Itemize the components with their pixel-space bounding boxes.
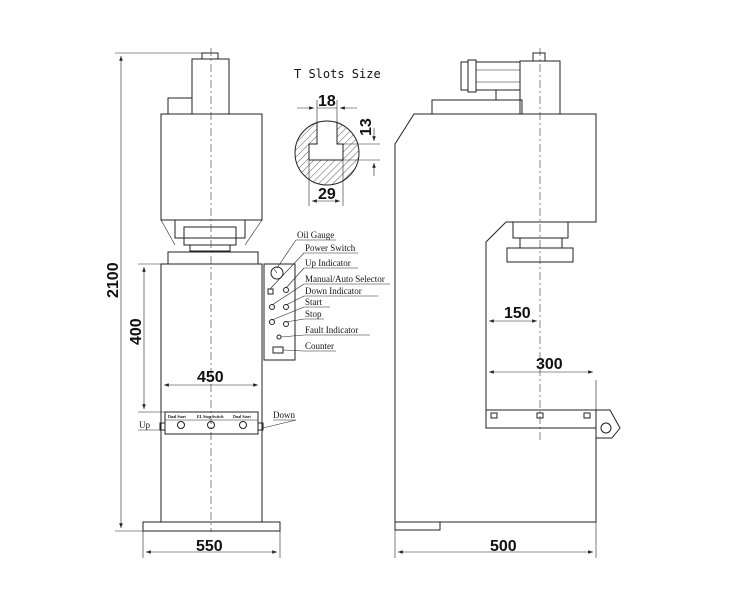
t-slot-circle bbox=[294, 120, 360, 186]
dim-400-label: 400 bbox=[128, 318, 145, 345]
stop-button-icon[interactable] bbox=[283, 321, 289, 327]
base-plate bbox=[142, 521, 281, 532]
front-view: Dual Start EL Stop Switch Dual Start Up … bbox=[105, 48, 297, 558]
table-plate bbox=[167, 251, 259, 265]
dual-start-left-button[interactable] bbox=[177, 421, 185, 429]
panel-label-dual-start-left: Dual Start bbox=[168, 414, 187, 419]
t-slot-detail: T Slots Size 18 13 29 bbox=[294, 67, 381, 206]
oil-gauge-icon bbox=[270, 266, 284, 280]
rib-right bbox=[244, 219, 263, 246]
label-up: Up bbox=[139, 420, 150, 430]
t-slot-dim-13: 13 bbox=[358, 118, 375, 136]
label-oil-gauge: Oil Gauge bbox=[297, 230, 334, 240]
start-button-icon[interactable] bbox=[269, 319, 275, 325]
motor-flange bbox=[467, 59, 477, 93]
pedal-up bbox=[159, 422, 166, 431]
motor-block bbox=[167, 97, 193, 115]
pedal-down bbox=[257, 422, 264, 431]
side-ram-holder bbox=[512, 221, 569, 239]
motor-end bbox=[460, 61, 469, 91]
t-slot-dim-29: 29 bbox=[318, 186, 336, 203]
side-ram bbox=[519, 237, 563, 249]
down-indicator-icon bbox=[283, 304, 289, 310]
dim-550-label: 550 bbox=[196, 538, 223, 555]
control-panel: Oil Gauge Power Switch Up Indicator Manu… bbox=[263, 230, 390, 361]
dim-150-label: 150 bbox=[504, 305, 531, 322]
label-manual-auto-selector: Manual/Auto Selector bbox=[305, 274, 385, 284]
label-down-indicator: Down Indicator bbox=[305, 286, 362, 296]
side-table bbox=[485, 409, 597, 429]
label-start: Start bbox=[305, 297, 322, 307]
panel-label-dual-start-right: Dual Start bbox=[233, 414, 252, 419]
upper-body bbox=[160, 113, 263, 221]
side-base bbox=[394, 521, 441, 531]
counter-icon bbox=[272, 346, 284, 354]
up-indicator-icon bbox=[283, 287, 289, 293]
dim-2100-label: 2100 bbox=[105, 262, 122, 298]
panel-label-el-stop: EL Stop Switch bbox=[197, 414, 224, 419]
cylinder bbox=[191, 58, 230, 115]
lower-column bbox=[160, 263, 263, 523]
c-frame bbox=[394, 113, 597, 523]
manual-auto-selector-icon[interactable] bbox=[269, 304, 275, 310]
label-fault-indicator: Fault Indicator bbox=[305, 325, 358, 335]
ram-holder bbox=[174, 219, 246, 239]
label-up-indicator: Up Indicator bbox=[305, 258, 351, 268]
label-stop: Stop bbox=[305, 309, 322, 319]
t-slot-title: T Slots Size bbox=[294, 67, 381, 81]
label-down: Down bbox=[273, 410, 295, 420]
cylinder-cap bbox=[201, 52, 219, 60]
ram-tool bbox=[189, 244, 231, 252]
t-slot-dim-18: 18 bbox=[318, 93, 336, 110]
side-view: 150 300 500 bbox=[394, 48, 621, 558]
lifting-hole bbox=[600, 422, 612, 434]
fault-indicator-icon bbox=[276, 334, 282, 340]
label-power-switch: Power Switch bbox=[305, 243, 356, 253]
dim-500-label: 500 bbox=[490, 538, 517, 555]
motor-mount bbox=[495, 89, 521, 101]
side-cylinder-cap bbox=[532, 52, 546, 62]
top-plate bbox=[431, 99, 523, 115]
el-stop-button[interactable] bbox=[207, 421, 215, 429]
power-switch-icon[interactable] bbox=[267, 288, 274, 295]
label-counter: Counter bbox=[305, 341, 334, 351]
dual-start-right-button[interactable] bbox=[239, 421, 247, 429]
rib-left bbox=[160, 219, 176, 246]
dim-300-label: 300 bbox=[536, 356, 563, 373]
lifting-lug bbox=[596, 409, 621, 439]
dim-450-label: 450 bbox=[197, 369, 224, 386]
ram bbox=[183, 226, 237, 246]
motor-body bbox=[475, 61, 521, 91]
